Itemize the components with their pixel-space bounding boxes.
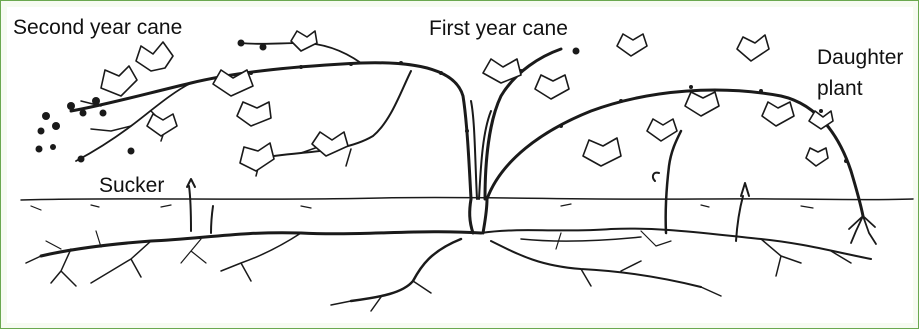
sucker-label: Sucker [99,174,164,198]
second-year-cane-label: Second year cane [13,16,182,40]
soil-surface [21,197,913,210]
sucker-shoots [187,173,749,196]
first-year-cane-label: First year cane [429,17,568,41]
root-system [26,229,871,311]
daughter-plant-label-line2: plant [817,77,863,101]
daughter-plant-label-line1: Daughter [817,46,903,70]
